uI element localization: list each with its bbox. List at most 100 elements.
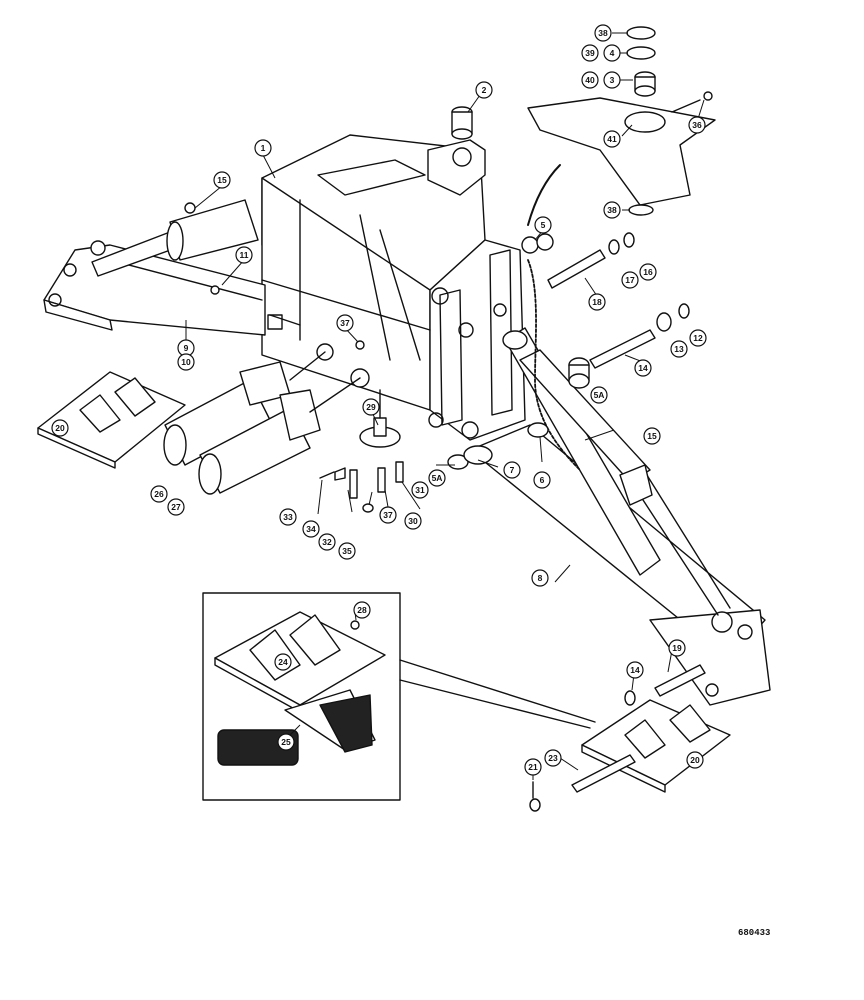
callout-40: 40: [581, 71, 599, 89]
main-frame: [261, 134, 526, 441]
callout-bubble: [689, 329, 707, 347]
callout-label: 2: [482, 85, 487, 95]
callout-label: 11: [240, 250, 249, 260]
callout-label: 15: [647, 431, 657, 441]
callout-21: 21: [524, 758, 542, 776]
callout-label: 37: [383, 510, 393, 520]
callout-33: 33: [279, 508, 297, 526]
callout-label: 28: [357, 605, 367, 615]
callout-label: 20: [55, 423, 65, 433]
pins-and-washers: [447, 232, 690, 470]
callout-11: 11: [235, 246, 253, 264]
callout-20: 20: [51, 419, 69, 437]
callout-5: 5: [534, 216, 552, 234]
callout-bubble: [603, 44, 621, 62]
callout-bubble: [626, 661, 644, 679]
callout-label: 14: [630, 665, 640, 675]
callout-bubble: [533, 471, 551, 489]
callout-2: 2: [475, 81, 493, 99]
callout-label: 38: [598, 28, 608, 38]
callout-32: 32: [318, 533, 336, 551]
callout-label: 27: [171, 502, 181, 512]
callout-15: 15: [213, 171, 231, 189]
callout-37: 37: [336, 314, 354, 332]
callout-bubble: [688, 116, 706, 134]
callout-bubble: [274, 653, 292, 671]
callout-label: 4: [610, 48, 615, 58]
callout-label: 7: [510, 465, 515, 475]
callout-label: 34: [306, 524, 316, 534]
callout-34: 34: [302, 520, 320, 538]
callout-bubble: [603, 130, 621, 148]
drawing-number: 680433: [738, 928, 771, 938]
inset-leader: [399, 659, 596, 723]
callout-23: 23: [544, 749, 562, 767]
callout-38: 38: [594, 24, 612, 42]
callout-label: 26: [154, 489, 164, 499]
callout-bubble: [594, 24, 612, 42]
callout-27: 27: [167, 498, 185, 516]
callout-bubble: [544, 749, 562, 767]
callout-10: 10: [177, 353, 195, 371]
callout-bubble: [668, 639, 686, 657]
callout-bubble: [254, 139, 272, 157]
callout-bubble: [411, 481, 429, 499]
right-pin: [624, 664, 706, 706]
callout-13: 13: [670, 340, 688, 358]
callout-8: 8: [531, 569, 549, 587]
bushing-2: [451, 106, 473, 140]
callout-bubble: [150, 485, 168, 503]
callout-bubble: [686, 751, 704, 769]
callout-label: 13: [674, 344, 684, 354]
callout-37: 37: [379, 506, 397, 524]
right-stabilizer-pad: [529, 699, 731, 812]
callout-19: 19: [668, 639, 686, 657]
chain: [527, 259, 581, 471]
callout-bubble: [353, 601, 371, 619]
callout-label: 24: [278, 657, 288, 667]
left-cylinder: [90, 199, 259, 295]
callout-label: 33: [283, 512, 293, 522]
callout-16: 16: [639, 263, 657, 281]
callout-bubble: [336, 314, 354, 332]
callout-bubble: [279, 508, 297, 526]
callout-label: 1: [261, 143, 266, 153]
callout-label: 19: [672, 643, 682, 653]
callout-label: 12: [693, 333, 703, 343]
callout-label: 9: [184, 343, 189, 353]
control-valve-cylinders: [163, 343, 370, 495]
callout-15: 15: [643, 427, 661, 445]
callout-label: 20: [690, 755, 700, 765]
callout-bubble: [603, 201, 621, 219]
left-stabilizer-arm: [43, 244, 266, 336]
callout-bubble: [362, 398, 380, 416]
callout-3: 3: [603, 71, 621, 89]
callout-bubble: [318, 533, 336, 551]
callout-label: 6: [540, 475, 545, 485]
callout-label: 15: [217, 175, 227, 185]
callout-bubble: [51, 419, 69, 437]
callout-label: 23: [548, 753, 558, 763]
callout-label: 5: [541, 220, 546, 230]
callout-bubble: [588, 293, 606, 311]
callout-bubble: [621, 271, 639, 289]
callout-28: 28: [353, 601, 371, 619]
callout-label: 35: [342, 546, 352, 556]
callout-30: 30: [404, 512, 422, 530]
callout-label: 32: [322, 537, 332, 547]
right-cylinder: [502, 327, 731, 616]
callout-bubble: [670, 340, 688, 358]
callout-36: 36: [688, 116, 706, 134]
callout-label: 18: [592, 297, 602, 307]
callout-bubble: [338, 542, 356, 560]
callout-6: 6: [533, 471, 551, 489]
inset-detail: [202, 592, 401, 801]
callout-bubble: [524, 758, 542, 776]
callout-label: 40: [585, 75, 595, 85]
callout-label: 37: [340, 318, 350, 328]
callout-label: 16: [643, 267, 653, 277]
left-stabilizer-pad: [37, 371, 186, 469]
callout-bubble: [404, 512, 422, 530]
